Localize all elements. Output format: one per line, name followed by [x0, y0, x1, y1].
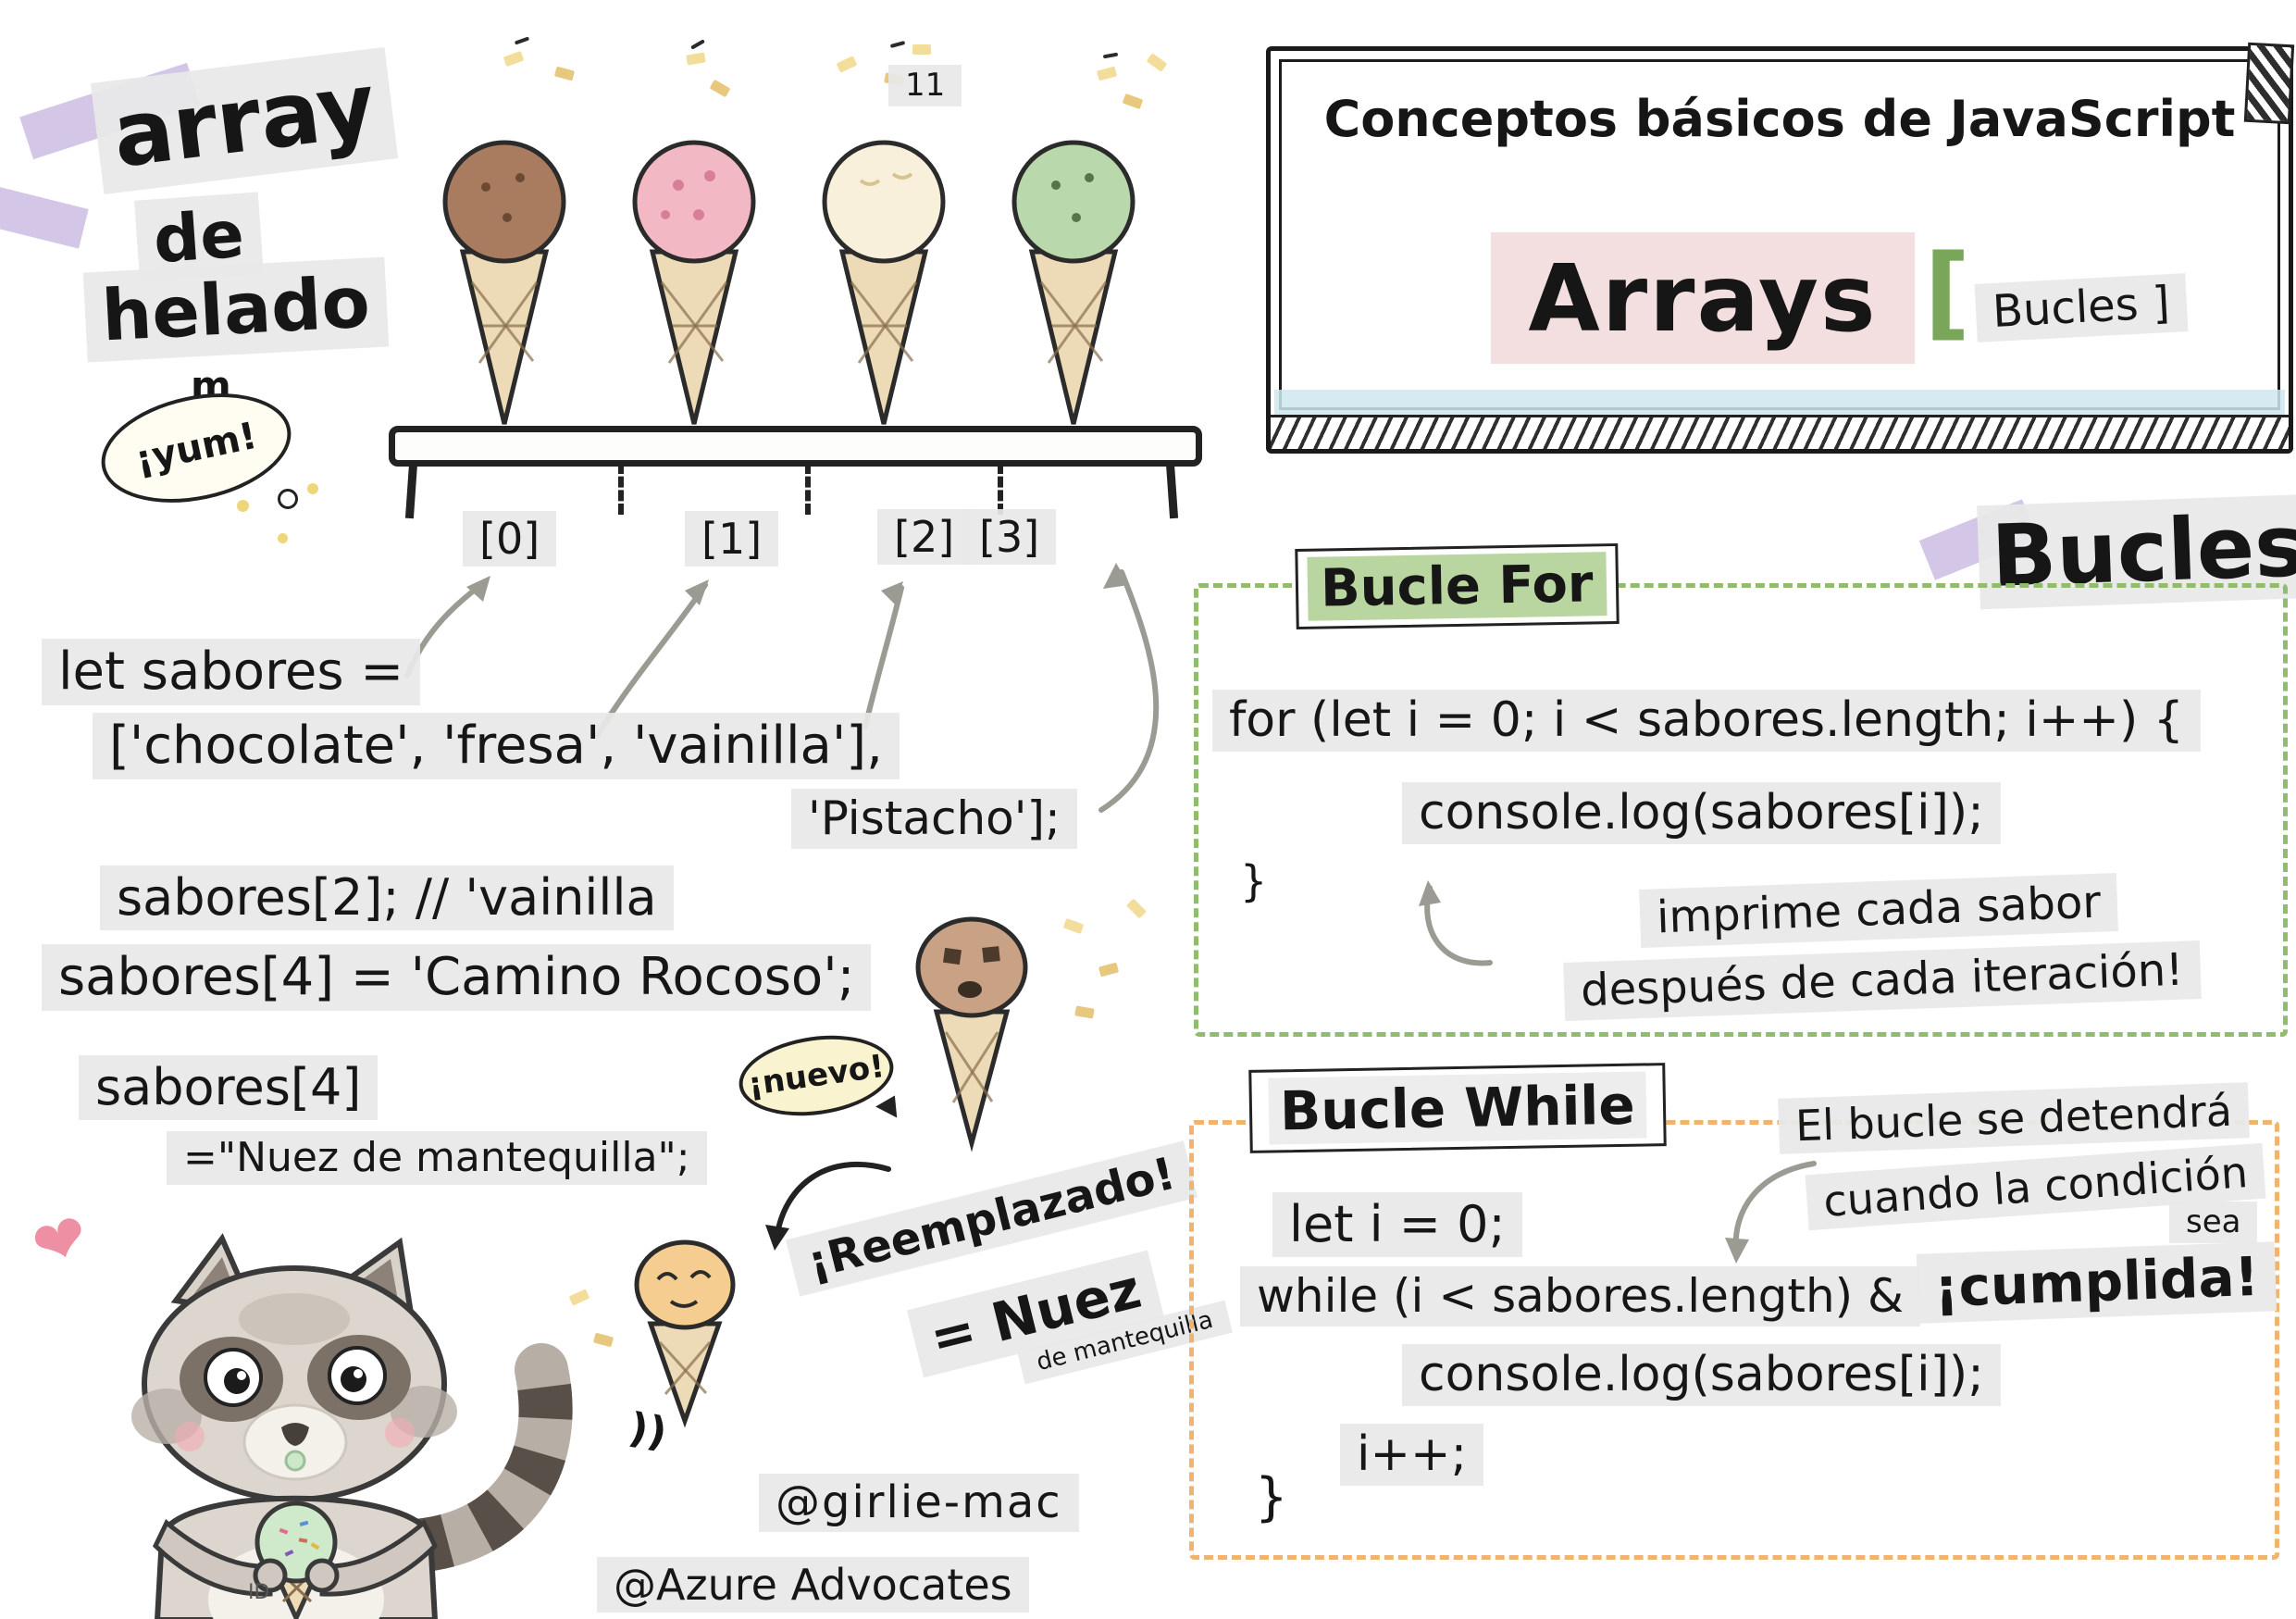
for-code-line2: console.log(sabores[i]); [1402, 782, 2001, 845]
confetti-piece [1062, 917, 1085, 935]
code-sabores-4-assign: sabores[4] = 'Camino Rocoso'; [42, 944, 872, 1012]
index-label-3: [3] [962, 509, 1057, 566]
confetti-piece [1074, 1005, 1095, 1019]
confetti-piece [1126, 898, 1147, 919]
code-pistacho: 'Pistacho']; [791, 789, 1077, 849]
small-watermark: ID [248, 1581, 270, 1604]
bucles-bracket-label: Bucles ] [1974, 273, 2189, 342]
for-code-line1: for (let i = 0; i < sabores.length; i++)… [1212, 690, 2201, 753]
ice-cream-pistacho-icon [1011, 140, 1136, 425]
array-title-line1: array [90, 46, 399, 195]
while-note-line3: sea [2169, 1202, 2258, 1244]
for-closing-brace: } [1240, 856, 1268, 906]
credit-girlie-mac: @girlie-mac [759, 1474, 1079, 1532]
arrays-label: Arrays [1528, 243, 1878, 353]
index-label-1: [1] [685, 511, 779, 567]
confetti-tick [690, 39, 705, 50]
for-loop-region [1194, 583, 2288, 1037]
code-array-literal: ['chocolate', 'fresa', 'vainilla'], [93, 713, 900, 780]
confetti-piece [1096, 66, 1118, 81]
confetti-piece [709, 79, 731, 98]
confetti-dot [237, 500, 249, 512]
banner-corner-hatch [2243, 42, 2295, 125]
confetti-tick [1102, 52, 1119, 59]
index-label-0: [0] [463, 511, 557, 567]
while-note-line4: ¡cumplida! [1916, 1241, 2277, 1324]
confetti-piece [912, 44, 931, 55]
confetti-piece [686, 52, 706, 66]
yum-speech-bubble: ¡yum! [91, 377, 302, 519]
banner-hatch-strip [1271, 415, 2289, 449]
confetti-dot [307, 483, 318, 494]
ice-cream-vainilla-icon [822, 140, 946, 425]
while-loop-title-box: Bucle While [1248, 1063, 1667, 1153]
banner: Conceptos básicos de JavaScript Arrays [… [1266, 42, 2295, 454]
washi-tape [0, 184, 89, 249]
code-nuez-assign: ="Nuez de mantequilla"; [167, 1131, 707, 1185]
green-bracket: [ [1924, 232, 1971, 351]
while-code-line4: i++; [1340, 1424, 1484, 1487]
page-number: 11 [888, 65, 962, 107]
while-closing-brace: } [1255, 1467, 1288, 1527]
banner-blue-wash [1274, 390, 2285, 416]
confetti-piece [1098, 962, 1120, 978]
for-loop-title-box: Bucle For [1295, 542, 1620, 630]
banner-title: Conceptos básicos de JavaScript [1323, 90, 2236, 148]
confetti-tick [514, 36, 530, 45]
confetti-piece [503, 50, 525, 68]
ice-cream-fresa-icon [632, 140, 756, 425]
credit-azure-advocates: @Azure Advocates [597, 1557, 1029, 1613]
yum-text: ¡yum! [131, 414, 261, 482]
code-let-sabores: let sabores = [42, 639, 421, 706]
winking-ice-cream-doodle [634, 1239, 736, 1428]
confetti-piece [836, 56, 858, 73]
ice-cream-chocolate-icon [442, 140, 566, 425]
code-sabores-2: sabores[2]; // 'vainilla [100, 866, 674, 930]
shelf-leg [404, 462, 418, 519]
for-loop-title: Bucle For [1307, 552, 1607, 621]
while-loop-region [1189, 1120, 2279, 1560]
confetti-piece [1122, 93, 1144, 110]
confetti-tick [889, 40, 906, 49]
shelf [389, 426, 1202, 467]
while-loop-title: Bucle While [1268, 1071, 1647, 1145]
raccoon-illustration [131, 1233, 573, 1619]
melting-ice-cream-doodle [915, 916, 1028, 1152]
array-title-line3: helado [82, 256, 389, 363]
while-code-line2: while (i < sabores.length) & [1240, 1266, 1921, 1326]
confetti-dot [278, 533, 288, 543]
code-sabores-4: sabores[4] [79, 1055, 379, 1120]
while-code-line3: console.log(sabores[i]); [1402, 1344, 2001, 1407]
nuevo-text: ¡nuevo! [745, 1047, 887, 1104]
nuevo-speech-bubble: ¡nuevo! [733, 1026, 900, 1126]
doodle-marks: )) [625, 1403, 671, 1458]
while-code-line1: let i = 0; [1272, 1192, 1522, 1257]
yum-bubble-tail [278, 489, 298, 509]
index-divider-line [805, 463, 811, 515]
index-divider-line [998, 463, 1003, 515]
confetti-piece [553, 66, 576, 81]
index-label-2: [2] [877, 509, 972, 566]
arrays-highlight: Arrays [1491, 232, 1915, 364]
confetti-piece [1146, 53, 1168, 72]
shelf-leg [1165, 462, 1179, 519]
index-divider-line [618, 463, 624, 515]
